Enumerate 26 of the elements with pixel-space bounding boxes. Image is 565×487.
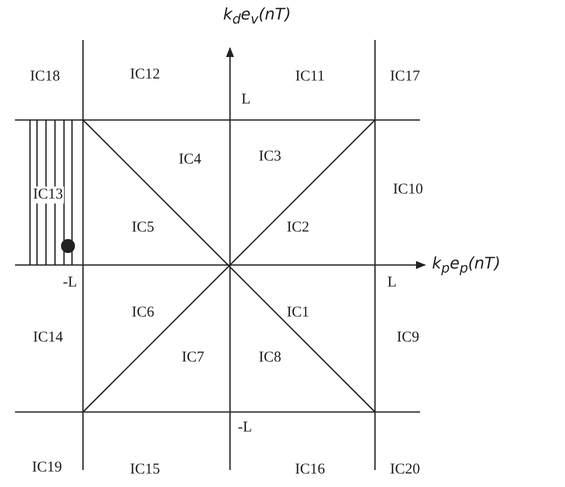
region-label: IC20 xyxy=(390,462,420,478)
region-label: IC6 xyxy=(132,304,154,322)
region-label: IC2 xyxy=(286,220,310,236)
region-label: IC18 xyxy=(30,68,60,86)
region-label: IC3 xyxy=(258,148,282,166)
region-label: IC14 xyxy=(33,330,63,346)
region-label: IC4 xyxy=(178,152,202,168)
region-label: IC1 xyxy=(286,304,310,322)
axis-tick-label: -L xyxy=(238,420,252,436)
region-label: IC8 xyxy=(258,350,282,366)
axis-tick-label: L xyxy=(387,274,397,292)
region-label: IC16 xyxy=(295,462,325,478)
region-label: IC7 xyxy=(182,350,204,366)
region-label: IC13 xyxy=(32,186,64,204)
region-label: IC5 xyxy=(132,220,154,236)
axis-label: k$_{p}$e$_{p}$(nT) xyxy=(432,253,500,277)
region-label: IC11 xyxy=(295,68,325,86)
axis-label: k$_{d}$e$_{v}$(nT) xyxy=(223,4,291,28)
region-label: IC10 xyxy=(393,182,423,198)
region-label: IC17 xyxy=(390,68,420,86)
region-label: IC15 xyxy=(130,462,160,478)
region-label: IC12 xyxy=(130,66,160,84)
axis-tick-label: -L xyxy=(62,274,78,292)
axis-tick-label: L xyxy=(241,92,251,108)
region-label: IC19 xyxy=(32,460,62,476)
region-label: IC9 xyxy=(396,330,420,346)
